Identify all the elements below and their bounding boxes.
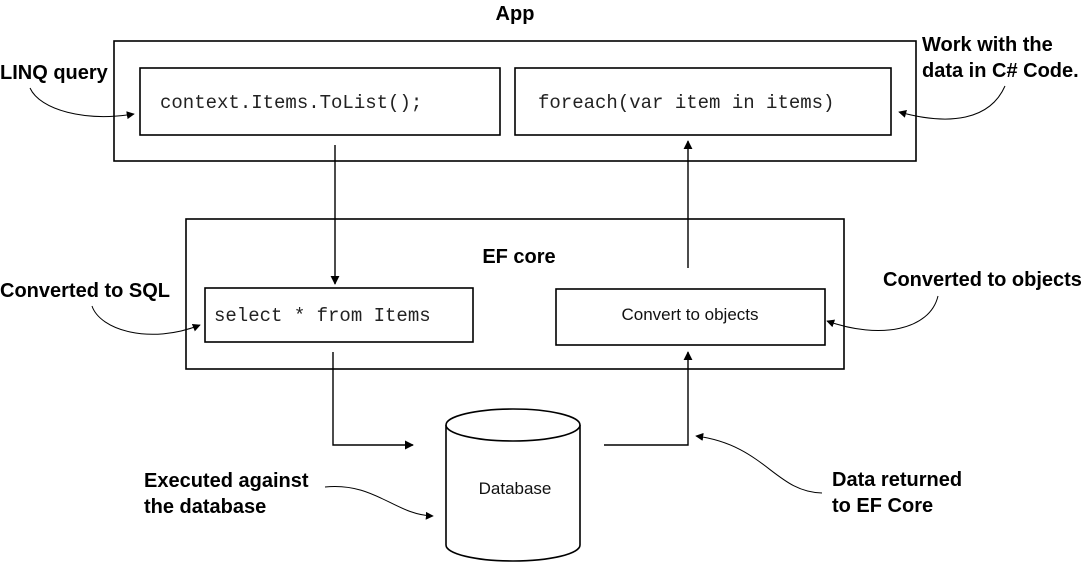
- convert-objects-box: [555, 288, 826, 346]
- database-cylinder: [445, 408, 581, 562]
- curve-converted-to-objects: [826, 295, 939, 332]
- note-linq-query: LINQ query: [0, 62, 109, 84]
- foreach-code-box: [514, 67, 892, 136]
- convert-objects-text: Convert to objects: [621, 305, 758, 324]
- curve-linq-query: [29, 87, 135, 120]
- curve-executed-against: [324, 486, 434, 520]
- database-label: Database: [479, 479, 552, 498]
- app-title: App: [496, 3, 535, 25]
- curve-work-with-data: [898, 85, 1006, 120]
- linq-code-box: [139, 67, 501, 136]
- arrow-ef-to-database: [332, 352, 414, 450]
- curve-data-returned: [695, 432, 823, 494]
- sql-code-text: select * from Items: [214, 305, 431, 327]
- note-converted-to-sql: Converted to SQL: [0, 280, 170, 302]
- note-converted-to-objects: Converted to objects: [883, 269, 1082, 291]
- arrow-database-to-ef: [604, 351, 693, 446]
- linq-code-text: context.Items.ToList();: [160, 92, 422, 114]
- curve-converted-to-sql: [91, 305, 201, 335]
- foreach-code-text: foreach(var item in items): [538, 92, 834, 114]
- ef-core-title: EF core: [482, 246, 555, 268]
- sql-code-box: [204, 287, 474, 343]
